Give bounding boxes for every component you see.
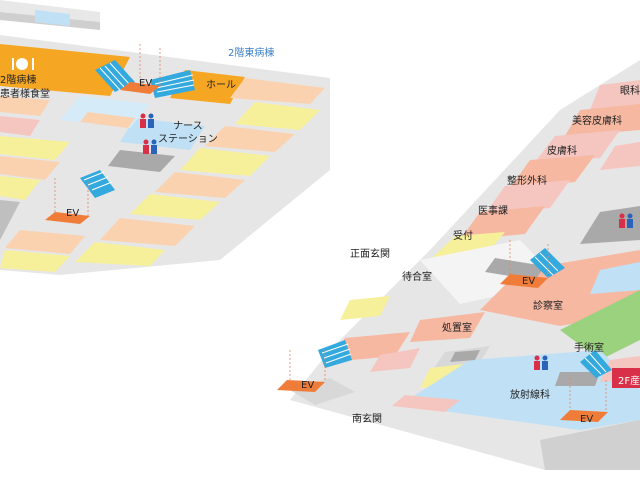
floor-2f-link-badge[interactable]: 2F産 [612, 368, 640, 388]
ev-pad [560, 410, 608, 422]
east-stairs-sw [318, 340, 352, 368]
cafeteria-label: 2階病棟 患者様食堂 [0, 75, 50, 100]
exam-room-area [480, 250, 640, 326]
ward-name-label: 2階東病棟 [228, 48, 275, 59]
ev-label: EV [580, 414, 594, 425]
west-stairs-hall [150, 70, 195, 98]
west-wing [0, 0, 330, 275]
south-entrance-label[interactable]: 南玄関 [352, 414, 382, 425]
ev-label: EV [522, 276, 536, 287]
dermatology-label[interactable]: 皮膚科 [547, 146, 577, 157]
east-stairs-or [580, 350, 612, 378]
ev-pad [500, 274, 548, 288]
ev-label: EV [66, 208, 80, 219]
ev-label: EV [139, 78, 153, 89]
east-wing [277, 60, 640, 470]
cafeteria-area [0, 44, 130, 96]
fork-knife-icon [12, 58, 34, 70]
hall-label[interactable]: ホール [206, 80, 236, 91]
restroom-icon [143, 139, 157, 154]
restroom-icon [619, 213, 633, 228]
operating-room-label[interactable]: 手術室 [574, 343, 604, 354]
restroom-icon [534, 355, 548, 370]
radiology-area [400, 350, 640, 430]
waiting-room-label[interactable]: 待合室 [402, 272, 432, 283]
reception-label[interactable]: 受付 [453, 231, 473, 242]
ev-pad [277, 380, 325, 392]
operating-room-area [560, 290, 640, 360]
ev-pad [45, 212, 90, 224]
treatment-room-label[interactable]: 処置室 [442, 323, 472, 334]
ophthalmology-label[interactable]: 眼科 [620, 86, 640, 97]
nurse-station-label[interactable]: ナース ステーション [158, 121, 218, 145]
west-stairs-lower [80, 170, 115, 198]
cosmetic-dermatology-label[interactable]: 美容皮膚科 [572, 116, 622, 127]
west-stairs-top [95, 60, 135, 92]
medical-affairs-label[interactable]: 医事課 [478, 206, 508, 217]
ev-label: EV [301, 380, 315, 391]
radiology-label[interactable]: 放射線科 [510, 390, 550, 401]
floor-2f-link-label[interactable]: 2F産 [618, 376, 640, 387]
exam-room-label[interactable]: 診察室 [533, 301, 563, 312]
orthopedics-label[interactable]: 整形外科 [507, 176, 547, 187]
restroom-icon [140, 113, 154, 128]
east-stairs-ev [530, 248, 565, 278]
ev-pad [120, 82, 160, 94]
main-entrance-label[interactable]: 正面玄関 [350, 249, 390, 260]
